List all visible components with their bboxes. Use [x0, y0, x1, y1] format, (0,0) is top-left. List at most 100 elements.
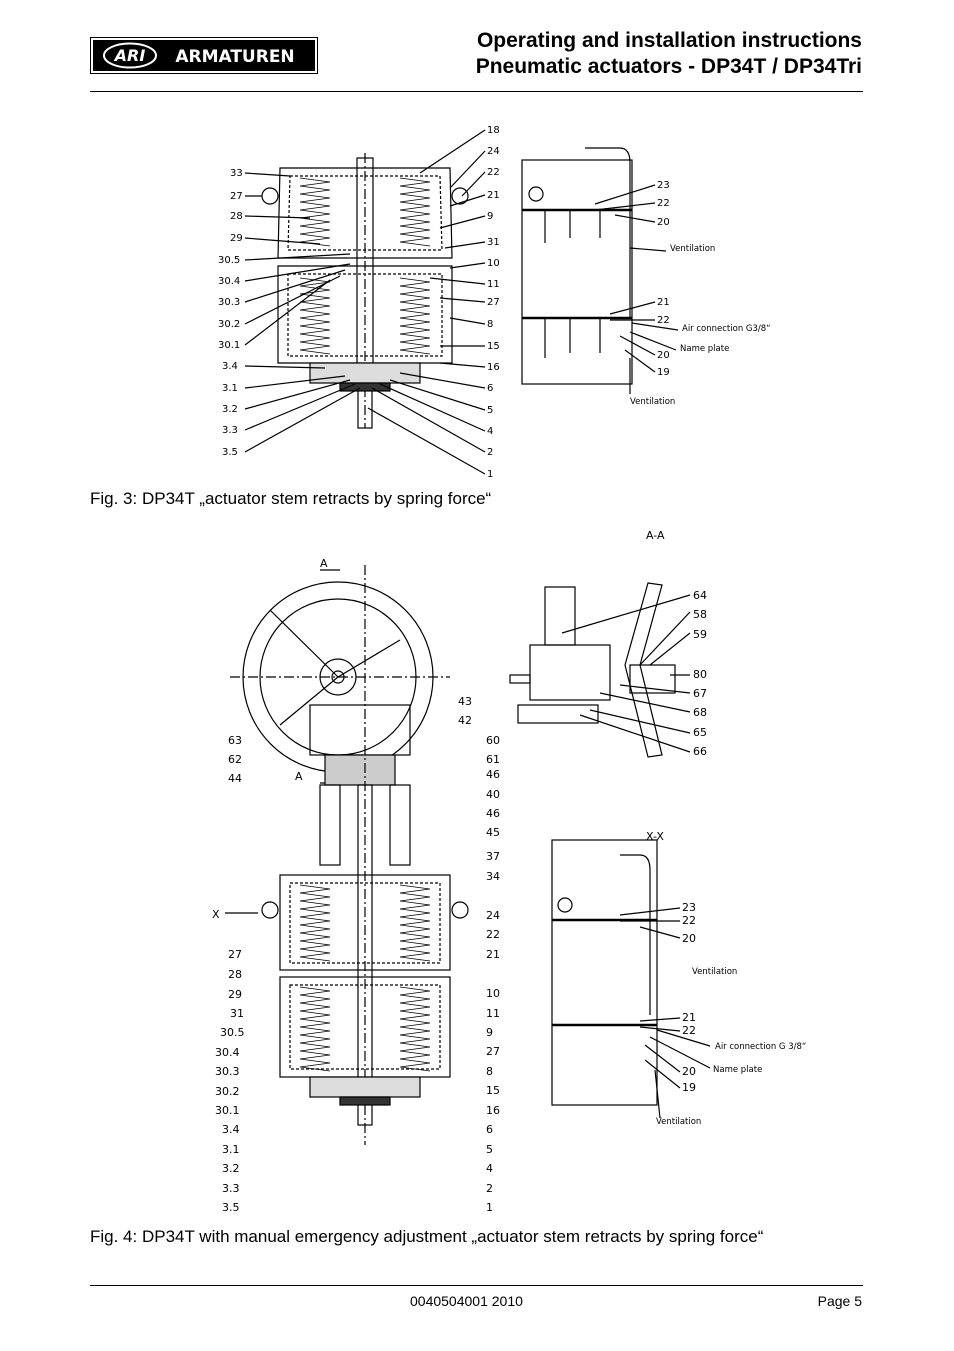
f3-left-label: 33 [230, 168, 243, 179]
f3-left-label: 3.5 [222, 447, 238, 458]
f3-right-label: 5 [487, 405, 493, 416]
f3-right-label: 15 [487, 341, 500, 352]
aa-label: 64 [693, 589, 707, 602]
f3-right-label: 10 [487, 258, 500, 269]
document-title: Operating and installation instructions … [476, 28, 862, 80]
f4-right-label: 43 [458, 695, 472, 708]
f3-side-label: 19 [657, 367, 670, 378]
aa-label: 67 [693, 687, 707, 700]
f4-right-label: 8 [486, 1065, 493, 1078]
section-xx-label: X-X [646, 830, 664, 843]
f3-right-label: 9 [487, 211, 493, 222]
aa-label: 68 [693, 706, 707, 719]
f4-left-label: 3.4 [222, 1123, 240, 1136]
document-id: 0040504001 2010 [410, 1293, 523, 1309]
f4-right-label: 16 [486, 1104, 500, 1117]
f4-ventilation-bottom: Ventilation [656, 1117, 701, 1127]
f3-right-label: 2 [487, 447, 493, 458]
f3-left-label: 30.4 [218, 276, 240, 287]
xx-label: 20 [682, 1065, 696, 1078]
aa-label: 59 [693, 628, 707, 641]
f4-right-label: 4 [486, 1162, 493, 1175]
f4-right-label: 11 [486, 1007, 500, 1020]
f4-left-label: 3.5 [222, 1201, 240, 1214]
f4-left-label: 27 [228, 948, 242, 961]
f3-right-label: 6 [487, 383, 493, 394]
f4-left-label: 30.3 [215, 1065, 240, 1078]
f4-right-label: 61 [486, 753, 500, 766]
f3-right-label: 27 [487, 297, 500, 308]
f4-left-label: 30.4 [215, 1046, 240, 1059]
header-rule [90, 91, 863, 92]
f3-left-label: 29 [230, 233, 243, 244]
xx-label: 20 [682, 932, 696, 945]
f4-left-label: 28 [228, 968, 242, 981]
f4-left-label: 44 [228, 772, 242, 785]
f4-left-label: 29 [228, 988, 242, 1001]
f4-right-label: 22 [486, 928, 500, 941]
f3-left-label: 30.5 [218, 255, 240, 266]
f4-right-label: 21 [486, 948, 500, 961]
f3-right-label: 24 [487, 146, 500, 157]
f3-left-label: 30.2 [218, 319, 240, 330]
f4-right-label: 46 [486, 768, 500, 781]
f4-right-label: 2 [486, 1182, 493, 1195]
f3-left-label: 30.1 [218, 340, 240, 351]
f3-left-label: 30.3 [218, 297, 240, 308]
ari-armaturen-logo: ARI ARMATUREN [90, 37, 318, 74]
f4-right-label: 45 [486, 826, 500, 839]
figure-4-caption: Fig. 4: DP34T with manual emergency adju… [90, 1227, 764, 1246]
f3-side-label: 20 [657, 217, 670, 228]
f4-left-label: 3.2 [222, 1162, 240, 1175]
page-number: Page 5 [817, 1293, 862, 1309]
xx-label: 21 [682, 1011, 696, 1024]
f4-left-label: 31 [230, 1007, 244, 1020]
svg-text:ARMATUREN: ARMATUREN [175, 47, 294, 67]
f4-name-plate: Name plate [713, 1065, 762, 1075]
f3-right-label: 4 [487, 426, 493, 437]
aa-label: 66 [693, 745, 707, 758]
f3-side-label: 22 [657, 315, 670, 326]
f4-right-label: 46 [486, 807, 500, 820]
f4-right-label: 5 [486, 1143, 493, 1156]
f3-left-label: 28 [230, 211, 243, 222]
f4-right-label: 42 [458, 714, 472, 727]
title-line-2: Pneumatic actuators - DP34T / DP34Tri [475, 55, 862, 78]
f3-right-label: 11 [487, 279, 500, 290]
f3-left-label: 3.2 [222, 404, 238, 415]
section-a-mark: A [320, 557, 328, 570]
f4-left-label: 62 [228, 753, 242, 766]
f3-right-label: 16 [487, 362, 500, 373]
section-aa-label: A-A [646, 529, 665, 542]
f3-right-label: 8 [487, 319, 493, 330]
f4-right-label: 10 [486, 987, 500, 1000]
f4-right-label: 34 [486, 870, 500, 883]
f4-left-label: 3.3 [222, 1182, 240, 1195]
xx-label: 23 [682, 901, 696, 914]
title-line-1: Operating and installation instructions [476, 29, 862, 52]
f3-name-plate: Name plate [680, 344, 729, 354]
f3-air-connection: Air connection G3/8“ [682, 324, 771, 334]
f4-right-label: 40 [486, 788, 500, 801]
f4-right-label: 6 [486, 1123, 493, 1136]
f4-right-label: 9 [486, 1026, 493, 1039]
f4-left-label: 3.1 [222, 1143, 240, 1156]
section-x-mark: X [212, 908, 220, 921]
svg-text:ARI: ARI [113, 46, 146, 65]
f4-right-label: 60 [486, 734, 500, 747]
f3-left-label: 3.1 [222, 383, 238, 394]
f3-left-label: 3.4 [222, 361, 238, 372]
f3-side-label: 22 [657, 198, 670, 209]
f3-side-label: 20 [657, 350, 670, 361]
figure-3-drawing: 33 27 28 29 30.5 30.4 30.3 30.2 30.1 3.4… [218, 125, 771, 480]
f4-right-label: 15 [486, 1084, 500, 1097]
f3-right-label: 22 [487, 167, 500, 178]
f3-side-label: 23 [657, 180, 670, 191]
f3-right-label: 1 [487, 469, 493, 480]
xx-label: 22 [682, 1024, 696, 1037]
aa-label: 80 [693, 668, 707, 681]
f4-left-label: 30.1 [215, 1104, 240, 1117]
f3-left-label: 3.3 [222, 425, 238, 436]
f3-right-label: 31 [487, 237, 500, 248]
f3-side-label: 21 [657, 297, 670, 308]
